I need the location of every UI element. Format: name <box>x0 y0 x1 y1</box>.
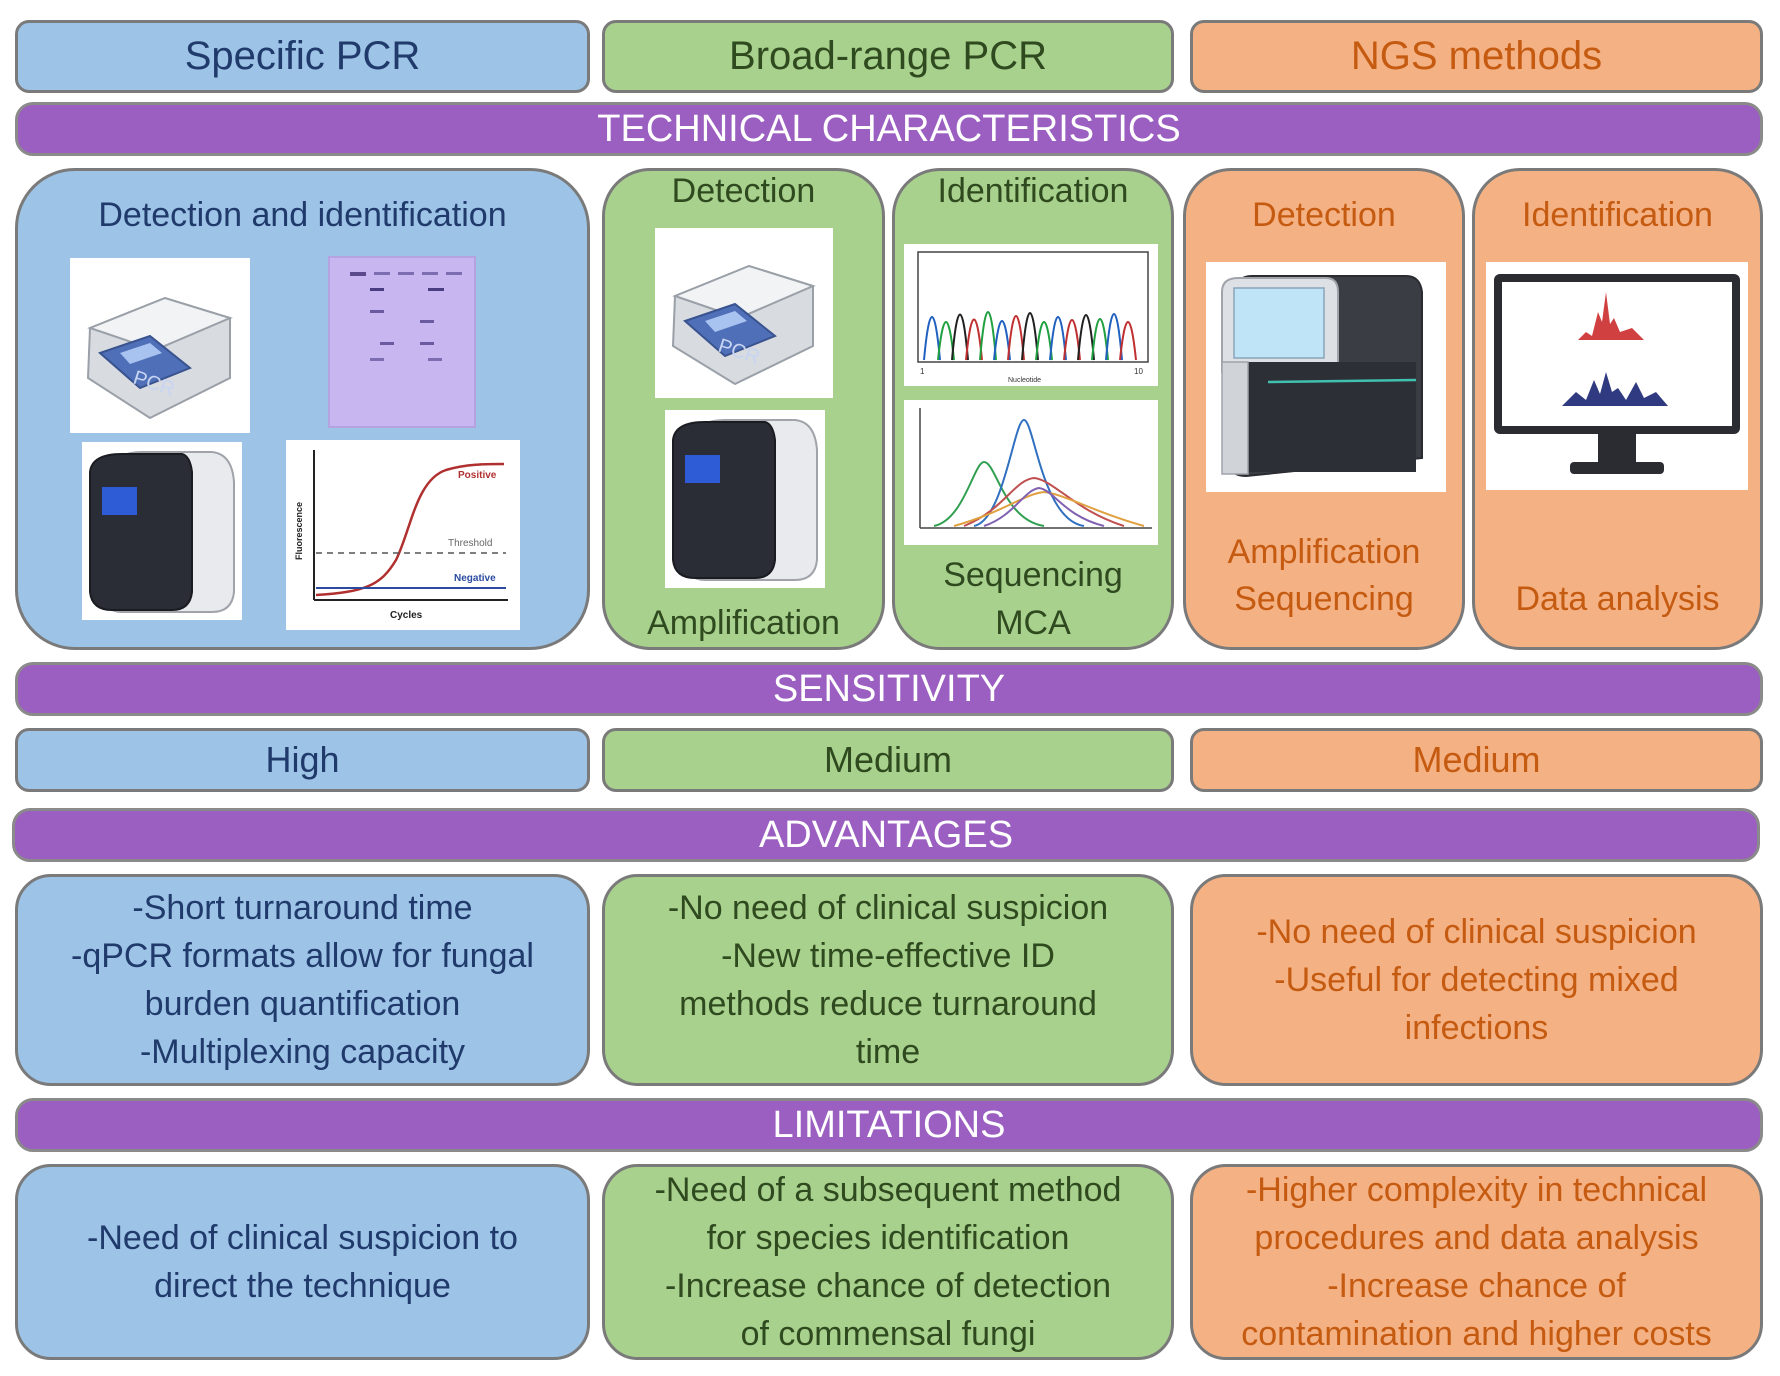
section-technical-characteristics: TECHNICAL CHARACTERISTICS <box>15 102 1763 156</box>
header-broad-range-pcr: Broad-range PCR <box>602 20 1174 93</box>
advantages-broad-line-2: -New time-effective ID <box>721 937 1055 975</box>
advantages-broad: -No need of clinical suspicion -New time… <box>602 874 1174 1086</box>
advantages-broad-line-4: time <box>855 1033 921 1071</box>
advantages-specific-line-4: -Multiplexing capacity <box>139 1033 466 1071</box>
limitations-broad-line-3: -Increase chance of detection <box>664 1267 1112 1305</box>
section-advantages: ADVANTAGES <box>12 808 1760 862</box>
advantages-ngs-line-2: -Useful for detecting mixed <box>1274 961 1679 999</box>
pcr-thermocycler-image: PCR <box>70 258 250 433</box>
advantages-ngs: -No need of clinical suspicion -Useful f… <box>1190 874 1763 1086</box>
limitations-ngs-line-4: contamination and higher costs <box>1241 1315 1712 1353</box>
advantages-specific-line-3: burden quantification <box>144 985 461 1023</box>
advantages-specific: -Short turnaround time -qPCR formats all… <box>15 874 590 1086</box>
ngs-data-analysis-label: Data analysis <box>1515 580 1720 618</box>
section-limitations: LIMITATIONS <box>15 1098 1763 1152</box>
limitations-specific: -Need of clinical suspicion to direct th… <box>15 1164 590 1360</box>
limitations-ngs-line-2: procedures and data analysis <box>1254 1219 1699 1257</box>
limitations-specific-line-2: direct the technique <box>154 1267 451 1305</box>
advantages-broad-line-3: methods reduce turnaround <box>679 985 1097 1023</box>
limitations-broad-line-1: -Need of a subsequent method <box>654 1171 1122 1209</box>
limitations-broad: -Need of a subsequent method for species… <box>602 1164 1174 1360</box>
limitations-ngs: -Higher complexity in technical procedur… <box>1190 1164 1763 1360</box>
qpcr-positive-label: Positive <box>458 470 497 481</box>
ngs-amplification-label: Amplification <box>1227 533 1421 571</box>
gel-electrophoresis-image <box>328 256 476 428</box>
sensitivity-specific: High <box>15 728 590 792</box>
sensitivity-broad: Medium <box>602 728 1174 792</box>
broad-amplification-label: Amplification <box>647 604 840 642</box>
limitations-ngs-line-3: -Increase chance of <box>1327 1267 1626 1305</box>
section-sensitivity: SENSITIVITY <box>15 662 1763 716</box>
broad-sequencing-label: Sequencing <box>943 556 1123 594</box>
broad-detection-label: Detection <box>671 172 816 210</box>
sequencer-image <box>1206 262 1446 492</box>
chromatogram-image: 1 Nucleotide 10 <box>904 244 1158 386</box>
broad-pcr-thermocycler-image: PCR <box>655 228 833 398</box>
qpcr-negative-label: Negative <box>454 573 496 584</box>
qpcr-threshold-label: Threshold <box>448 538 492 549</box>
broad-identification-label: Identification <box>937 172 1129 210</box>
sensitivity-ngs: Medium <box>1190 728 1763 792</box>
limitations-broad-line-2: for species identification <box>706 1219 1070 1257</box>
ngs-detection-label: Detection <box>1252 196 1396 234</box>
chromatogram-xlabel: Nucleotide <box>1008 377 1041 384</box>
limitations-broad-line-4: of commensal fungi <box>740 1315 1036 1353</box>
limitations-specific-line-1: -Need of clinical suspicion to <box>87 1219 518 1257</box>
chromatogram-x-end: 10 <box>1134 367 1143 376</box>
header-ngs-methods: NGS methods <box>1190 20 1763 93</box>
qpcr-xlabel: Cycles <box>390 610 423 621</box>
advantages-specific-line-1: -Short turnaround time <box>132 889 473 927</box>
advantages-ngs-line-1: -No need of clinical suspicion <box>1256 913 1697 951</box>
chromatogram-x-start: 1 <box>920 367 925 376</box>
advantages-ngs-line-3: infections <box>1404 1009 1549 1047</box>
advantages-broad-line-1: -No need of clinical suspicion <box>667 889 1109 927</box>
limitations-ngs-line-1: -Higher complexity in technical <box>1245 1171 1708 1209</box>
qpcr-ylabel: Fluorescence <box>294 502 304 560</box>
ngs-identification-label: Identification <box>1522 196 1713 234</box>
specific-technical-title: Detection and identification <box>98 196 507 234</box>
data-analysis-monitor-image <box>1486 262 1748 490</box>
advantages-specific-line-2: -qPCR formats allow for fungal <box>71 937 534 975</box>
qpcr-amplification-curve-image: Positive Threshold Negative Cycles Fluor… <box>286 440 520 630</box>
broad-qpcr-machine-image <box>665 410 825 588</box>
broad-mca-label: MCA <box>995 604 1071 642</box>
header-specific-pcr: Specific PCR <box>15 20 590 93</box>
qpcr-machine-image <box>82 442 242 620</box>
ngs-sequencing-label: Sequencing <box>1234 580 1414 618</box>
melt-curve-image <box>904 400 1158 545</box>
